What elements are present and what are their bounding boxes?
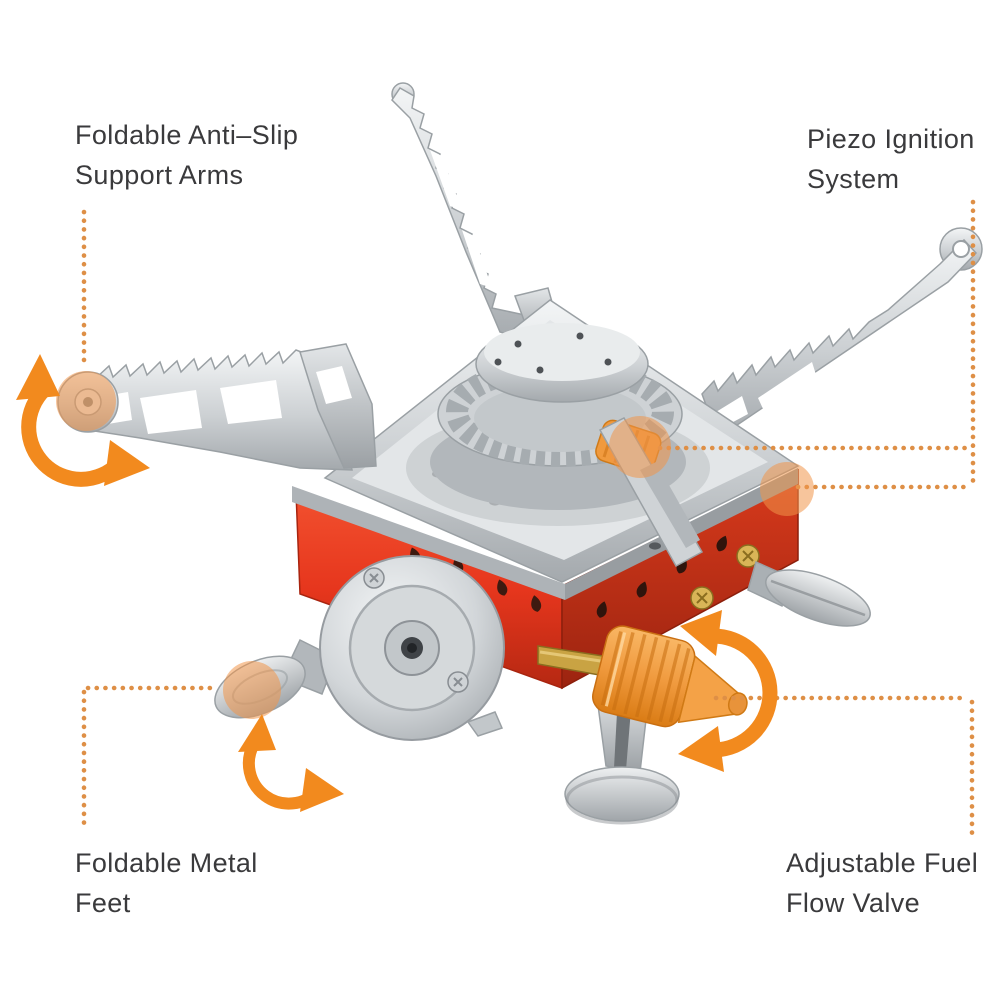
rotation-arrow-icon-feet [238, 714, 344, 812]
label-piezo-line1: Piezo Ignition [807, 124, 975, 154]
label-feet-line1: Foldable Metal [75, 848, 258, 878]
rotation-arrow-icon-arms [16, 354, 150, 487]
label-support-arms: Foldable Anti–Slip Support Arms [75, 115, 298, 195]
highlight-dot-piezo [609, 416, 671, 478]
leader-line-piezo [657, 199, 976, 490]
leader-line-feet [81, 685, 219, 833]
valve-knob [592, 625, 748, 728]
support-arm-right [701, 227, 983, 440]
highlight-dot-pan-corner [760, 462, 814, 516]
label-valve-line1: Adjustable Fuel [786, 848, 979, 878]
label-feet: Foldable Metal Feet [75, 843, 258, 923]
foot-right [747, 560, 871, 627]
highlight-dot-foot [223, 661, 281, 719]
fuel-valve [537, 625, 748, 728]
leader-line-valve [713, 695, 975, 840]
base-disc [319, 555, 505, 741]
stove [57, 82, 983, 825]
support-arm-back [391, 82, 561, 345]
label-piezo: Piezo Ignition System [807, 119, 975, 199]
label-valve: Adjustable Fuel Flow Valve [786, 843, 978, 923]
rotation-arrow-icon-valve [678, 610, 778, 772]
annotations [16, 199, 976, 840]
highlight-dot-arm-pivot [56, 371, 116, 431]
label-piezo-line2: System [807, 164, 900, 194]
label-support-arms-line1: Foldable Anti–Slip [75, 120, 299, 150]
label-support-arms-line2: Support Arms [75, 160, 244, 190]
label-valve-line2: Flow Valve [786, 888, 921, 918]
label-feet-line2: Feet [75, 888, 131, 918]
